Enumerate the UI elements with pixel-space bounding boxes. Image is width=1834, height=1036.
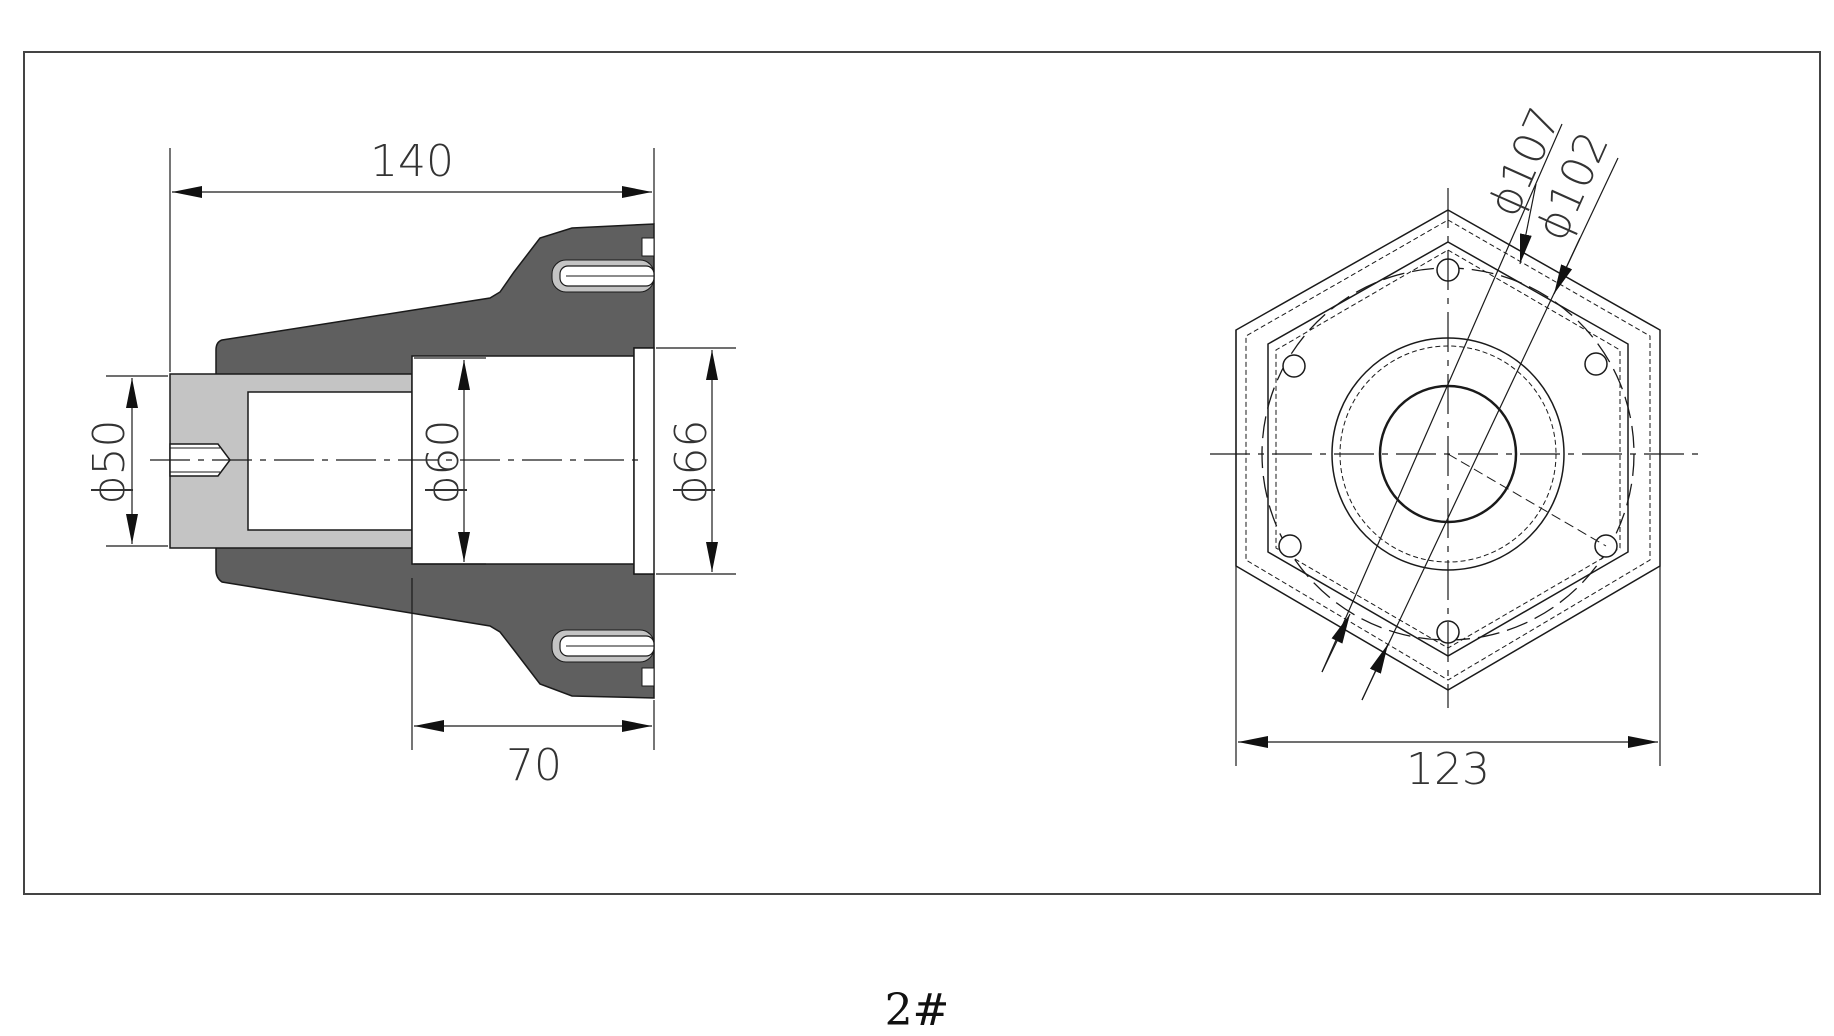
side-view: 140 ϕ50 ϕ60 ϕ66 70: [84, 136, 736, 791]
dim-label-123: 123: [1406, 744, 1490, 795]
drawing-frame: [23, 51, 1821, 895]
dim-label-140: 140: [370, 136, 454, 187]
dim-line-phi107: [1321, 123, 1563, 673]
dim-label-phi60: ϕ60: [418, 419, 469, 504]
drawing-caption: 2#: [884, 985, 950, 1036]
dim-label-phi66: ϕ66: [666, 419, 717, 504]
dim-label-70: 70: [506, 740, 562, 791]
side-view-bore-step: [633, 347, 655, 575]
dim-label-phi50: ϕ50: [84, 419, 135, 504]
front-view: ϕ107 ϕ102 123: [1210, 100, 1700, 795]
side-view-inner-bore: [247, 391, 413, 531]
